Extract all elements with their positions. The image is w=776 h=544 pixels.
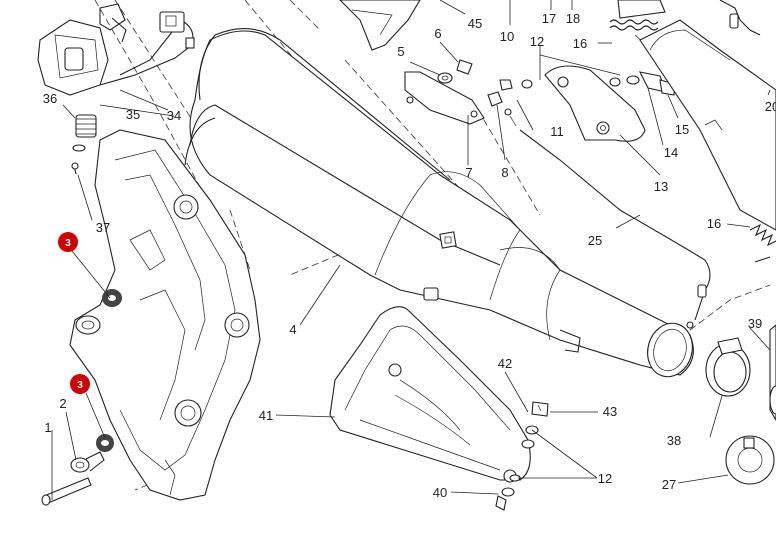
callout-39: 39 [748, 316, 762, 331]
grommet-lower [96, 434, 114, 452]
callout-27: 27 [662, 477, 676, 492]
callout-7: 7 [465, 165, 472, 180]
callout-5: 5 [397, 44, 404, 59]
callout-2: 2 [59, 396, 66, 411]
bolt-part-1 [41, 477, 92, 506]
bracket-part-7 [404, 71, 485, 125]
badge-label-lower: 3 [77, 380, 83, 391]
exhaust-valve-actuator [37, 3, 195, 96]
callout-36: 36 [43, 91, 57, 106]
frame-bracket [69, 129, 261, 501]
heat-shield-part-41 [329, 306, 531, 483]
part-39 [769, 324, 776, 422]
nut-part-8 [487, 91, 503, 107]
callout-41: 41 [259, 408, 273, 423]
callout-15: 15 [675, 122, 689, 137]
badge-lower: 3 [70, 374, 90, 394]
callout-18: 18 [566, 11, 580, 26]
washer-part-42 [509, 425, 539, 482]
spring-part-16-lower [749, 223, 776, 263]
badge-upper: 3 [58, 232, 78, 252]
callout-35: 35 [126, 107, 140, 122]
callout-16-lower: 16 [707, 216, 721, 231]
sensor-cable-part-25 [504, 108, 711, 329]
callout-37: 37 [96, 220, 110, 235]
callout-42: 42 [498, 356, 512, 371]
callout-40: 40 [433, 485, 447, 500]
exhaust-pipe-part-20 [617, 0, 776, 231]
silencer-muffler [184, 28, 694, 378]
callout-numbers: 1 2 4 5 6 7 8 10 11 12 12 13 14 15 16 16… [43, 11, 776, 500]
callout-1: 1 [44, 420, 51, 435]
spring-part-16-upper [609, 19, 659, 31]
sensor-part-27 [725, 435, 775, 485]
callout-34: 34 [167, 108, 181, 123]
fasteners-part-11-12 [499, 75, 640, 91]
callout-12-upper: 12 [530, 34, 544, 49]
sensor-part-18 [719, 0, 761, 36]
clip-part-43 [531, 401, 549, 417]
callout-17: 17 [542, 11, 556, 26]
callout-13: 13 [654, 179, 668, 194]
callout-14: 14 [664, 145, 678, 160]
callout-4: 4 [289, 322, 296, 337]
callout-8: 8 [501, 165, 508, 180]
screw-part-40 [495, 487, 515, 511]
screw-part-6 [456, 59, 473, 75]
callout-43: 43 [603, 404, 617, 419]
callout-25: 25 [588, 233, 602, 248]
callout-11: 11 [550, 124, 564, 139]
washer-part-5 [437, 72, 453, 84]
callout-10: 10 [500, 29, 514, 44]
bushing-part-2 [70, 451, 105, 473]
leader-lines [51, 0, 771, 500]
callout-16-upper: 16 [573, 36, 587, 51]
heat-shield-top-part-45 [339, 0, 421, 51]
callout-12-lower: 12 [598, 471, 612, 486]
heat-shield-part-13 [544, 65, 646, 142]
grommet-upper [102, 289, 122, 307]
callout-20: 20 [765, 99, 776, 114]
callout-38: 38 [667, 433, 681, 448]
callout-6: 6 [434, 26, 441, 41]
spring-part-35 [71, 114, 97, 175]
callout-45: 45 [468, 16, 482, 31]
clamp-part-38 [705, 337, 751, 397]
badge-label-upper: 3 [65, 238, 71, 249]
